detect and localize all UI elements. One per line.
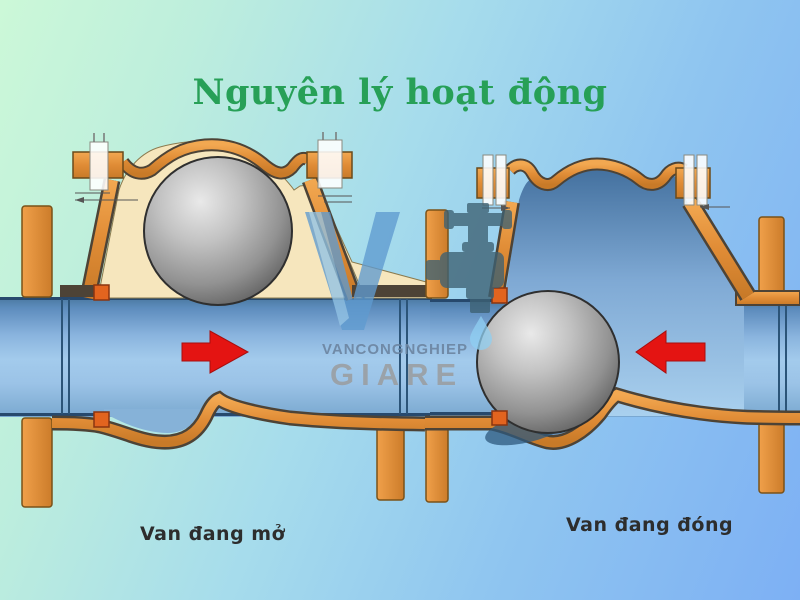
dimension-arrow bbox=[75, 197, 84, 203]
page-title: Nguyên lý hoạt động bbox=[192, 72, 608, 113]
dimension-arrow bbox=[700, 204, 709, 210]
flow-arrow-left-icon bbox=[635, 330, 706, 374]
right-valve-outlet-flange-top bbox=[758, 216, 785, 301]
bolt-icon bbox=[696, 154, 708, 206]
water-drop-icon bbox=[470, 316, 492, 350]
right-valve-closed bbox=[425, 154, 800, 503]
right-valve-outlet-band bbox=[735, 290, 800, 306]
bolt-icon bbox=[683, 154, 695, 206]
right-valve-inlet-flange-bottom bbox=[425, 417, 449, 503]
left-valve-dome bbox=[119, 140, 311, 178]
right-valve-seat-seal-top bbox=[491, 287, 508, 304]
right-valve-state-label: Van đang đóng bbox=[566, 514, 734, 536]
bolt-icon bbox=[89, 141, 109, 191]
right-valve-bottom-wall bbox=[425, 389, 800, 448]
left-mating-flange-bottom bbox=[21, 417, 53, 508]
right-valve-outlet-flange-bottom bbox=[758, 419, 785, 494]
left-valve-ball bbox=[143, 156, 293, 306]
left-valve-outlet-leg bbox=[376, 422, 405, 501]
left-mating-flange-top bbox=[21, 205, 53, 298]
right-valve-seat-seal-bottom bbox=[491, 410, 508, 426]
left-seat-valley-water bbox=[104, 409, 208, 433]
left-valve-seat-seal-top bbox=[93, 284, 110, 301]
watermark-brand-subtext: GIARE bbox=[330, 357, 464, 392]
bolt-icon bbox=[495, 154, 507, 206]
right-valve-ball bbox=[476, 290, 620, 434]
flow-arrow-right-icon bbox=[181, 330, 250, 374]
watermark-v-highlight bbox=[309, 212, 349, 326]
faucet-icon bbox=[426, 203, 512, 313]
dimension-arrow bbox=[501, 205, 510, 211]
bolt-icon bbox=[317, 139, 343, 189]
left-valve-state-label: Van đang mở bbox=[140, 523, 286, 545]
right-valve-right-wall bbox=[684, 198, 754, 300]
right-valve-dome bbox=[506, 159, 687, 189]
bolt-icon bbox=[482, 154, 494, 206]
watermark-brand-text: VANCONGNGHIEP bbox=[322, 341, 469, 358]
watermark-logo bbox=[305, 203, 512, 350]
left-valve-seat-seal-bottom bbox=[93, 411, 110, 428]
